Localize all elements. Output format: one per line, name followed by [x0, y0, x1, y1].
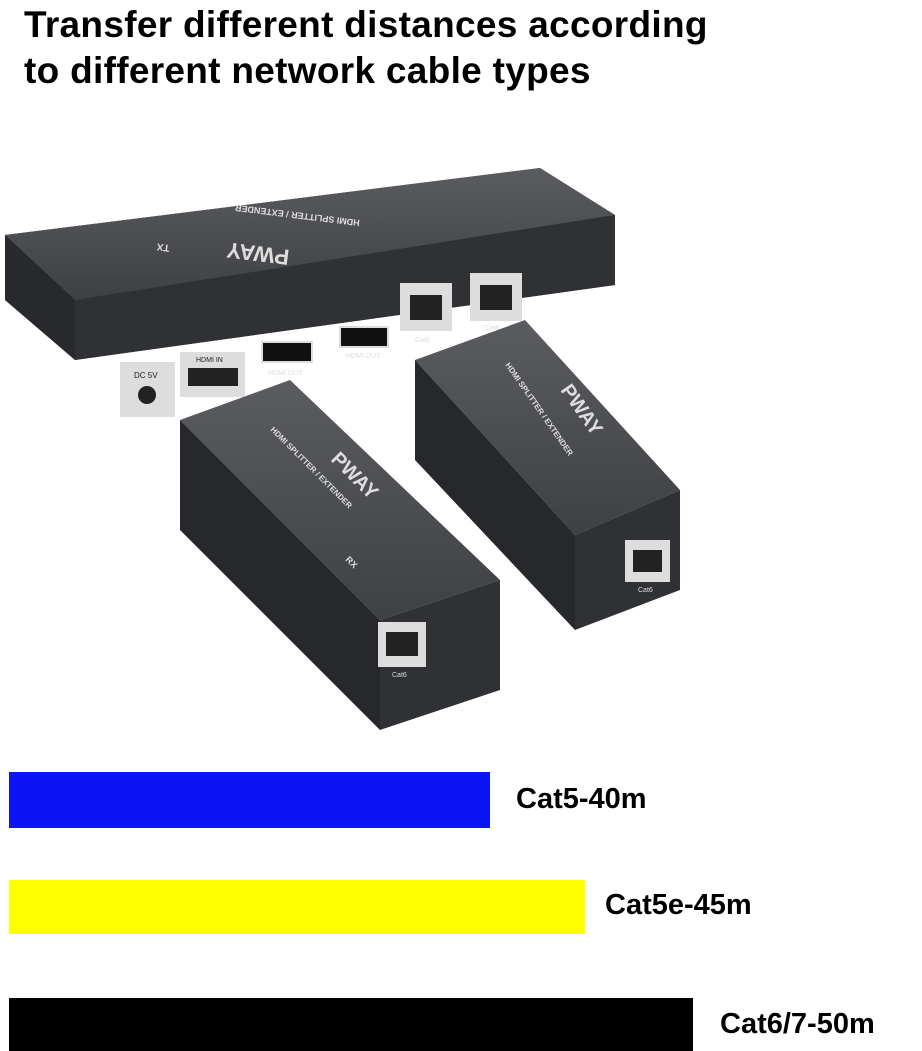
rj45-label-2: Cat6	[485, 325, 500, 332]
hdmi-out-label-2: HDMI OUT	[346, 353, 381, 360]
tx-unit: PWAY HDMI SPLITTER / EXTENDER TX DC 5V H…	[5, 168, 615, 417]
cat5-label: Cat5-40m	[516, 783, 647, 815]
rx-right-cat6: Cat6	[638, 587, 653, 594]
headline-line-1: Transfer different distances according	[24, 4, 708, 45]
cat5e-label: Cat5e-45m	[605, 889, 752, 921]
cat6-label: Cat6/7-50m	[720, 1008, 875, 1040]
hdmi-out-port-1	[261, 341, 313, 363]
rx-unit-right: PWAY HDMI SPLITTER / EXTENDER Cat6	[415, 320, 680, 630]
cat5-bar	[9, 772, 490, 828]
hdmi-out-label-1: HDMI OUT	[268, 370, 303, 377]
dc-label: DC 5V	[134, 371, 158, 380]
cat6-bar	[9, 998, 693, 1051]
rx-left-cat6: Cat6	[392, 672, 407, 679]
hdmi-in-label: HDMI IN	[196, 357, 223, 364]
headline: Transfer different distances according t…	[24, 2, 708, 94]
hdmi-out-port-2	[339, 326, 389, 348]
rx-unit-left: PWAY HDMI SPLITTER / EXTENDER RX Cat6	[180, 380, 500, 730]
product-photo: PWAY HDMI SPLITTER / EXTENDER TX DC 5V H…	[5, 168, 680, 730]
cat5e-bar	[9, 880, 585, 934]
tx-badge: TX	[156, 240, 170, 253]
headline-line-2: to different network cable types	[24, 50, 591, 91]
rj45-label-1: Cat6	[415, 337, 430, 344]
